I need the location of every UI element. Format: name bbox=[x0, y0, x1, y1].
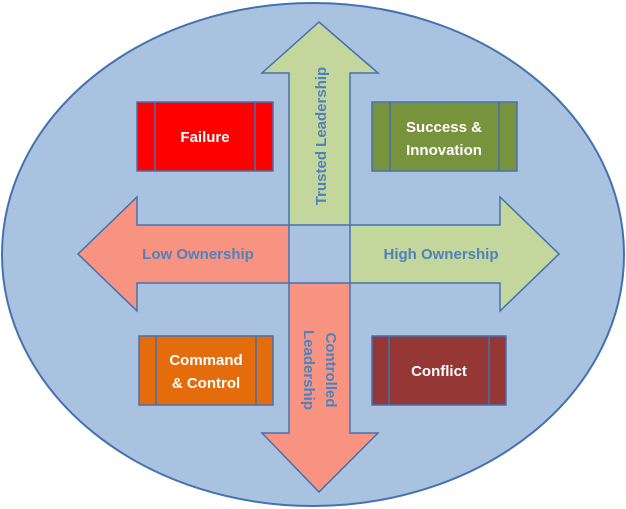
trusted-leadership-label: Trusted Leadership bbox=[313, 67, 330, 205]
command-control-label-line2: & Control bbox=[172, 375, 240, 392]
controlled-leadership-label-line2: Leadership bbox=[300, 330, 317, 410]
low-ownership-label: Low Ownership bbox=[142, 246, 254, 263]
success-innovation-label-line1: Success & bbox=[406, 119, 482, 136]
controlled-leadership-label-line1: Controlled bbox=[322, 333, 339, 408]
up-arrow-icon bbox=[260, 21, 381, 226]
failure-box: Failure bbox=[136, 101, 274, 172]
success-innovation-label-line2: Innovation bbox=[406, 142, 482, 159]
high-ownership-label: High Ownership bbox=[383, 246, 498, 263]
success-innovation-box: Success & Innovation bbox=[371, 101, 518, 172]
command-control-box: Command & Control bbox=[138, 335, 274, 406]
command-control-label-line1: Command bbox=[169, 352, 242, 369]
down-arrow-icon bbox=[260, 282, 380, 494]
conflict-box: Conflict bbox=[371, 335, 507, 406]
right-arrow-icon bbox=[349, 195, 561, 313]
conflict-label: Conflict bbox=[411, 363, 467, 380]
left-arrow-icon bbox=[76, 195, 290, 313]
failure-label: Failure bbox=[180, 129, 229, 146]
